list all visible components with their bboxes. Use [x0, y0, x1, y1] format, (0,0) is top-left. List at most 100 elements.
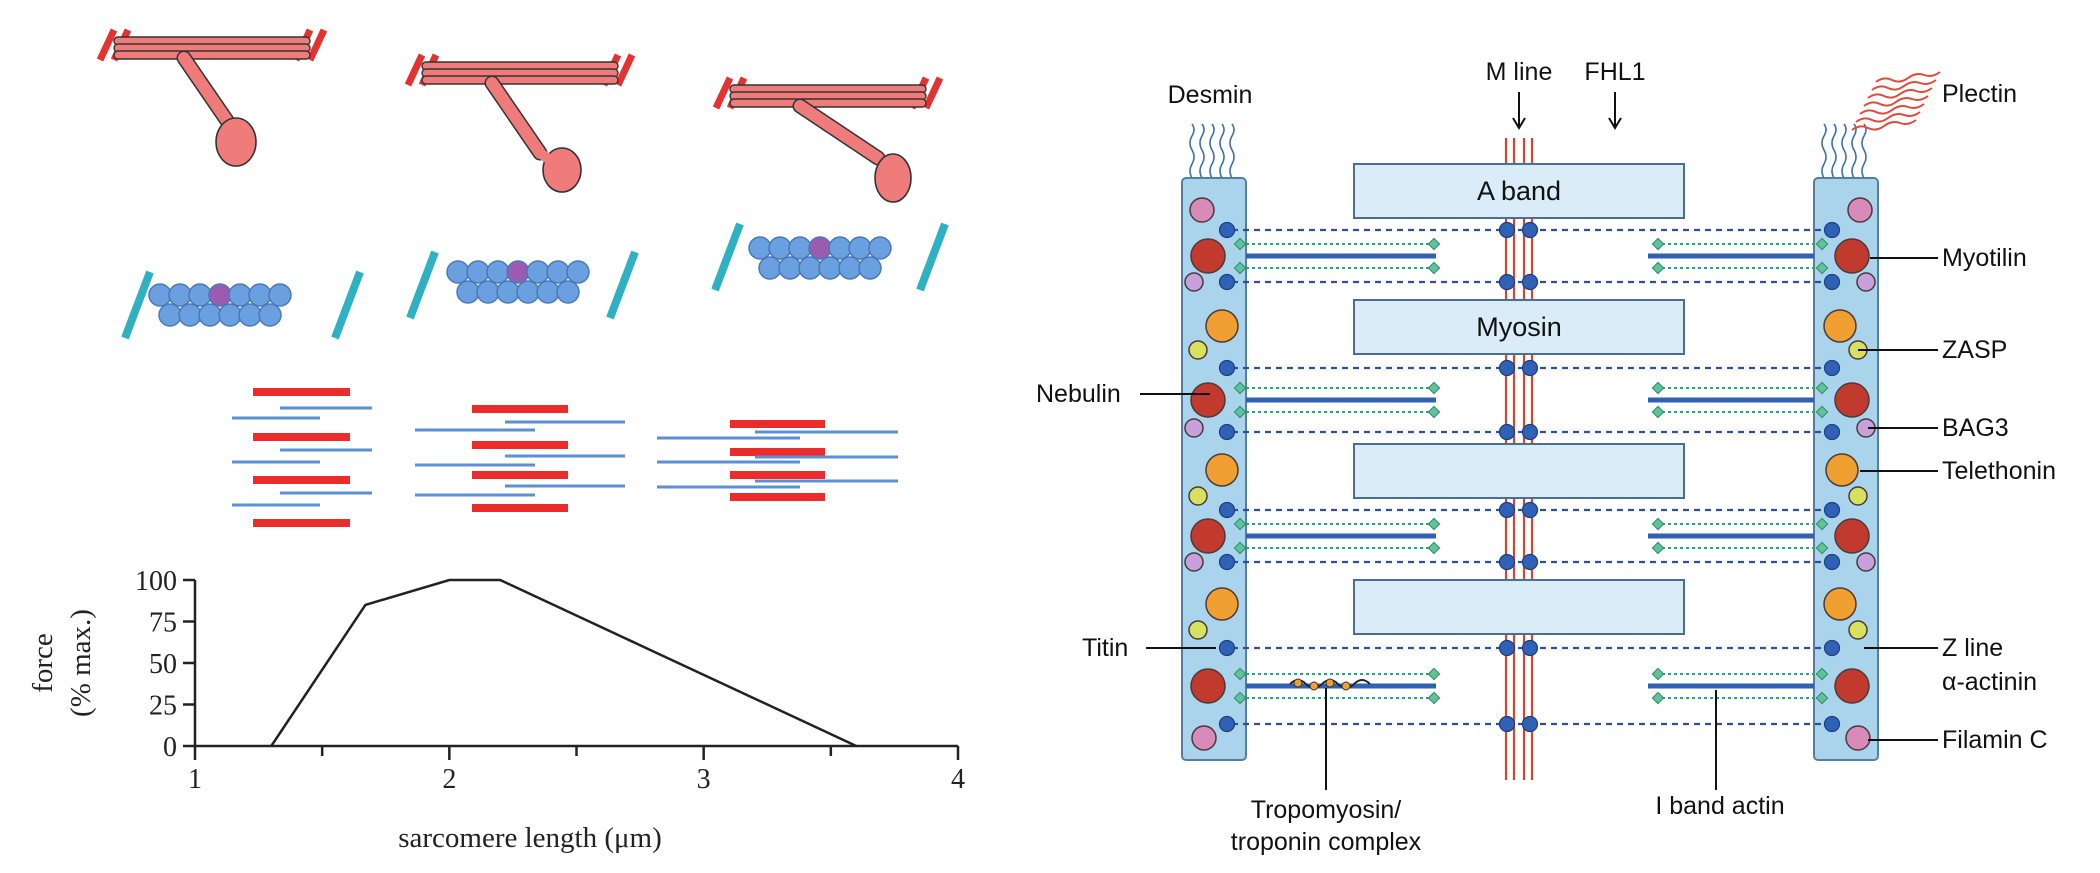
- z-line-protein: [1189, 197, 1215, 223]
- i-band-actin-label: I band actin: [1655, 792, 1784, 820]
- m-line-node: [1498, 553, 1516, 571]
- tropomyosin-label-2: troponin complex: [1231, 828, 1422, 856]
- sarcomere-diagram: A band Myosin: [1036, 58, 2056, 856]
- titin-anchor: [1218, 423, 1236, 441]
- zasp-label: ZASP: [1942, 336, 2007, 364]
- myosin-filaments: [100, 30, 940, 203]
- titin-anchor: [1218, 359, 1236, 377]
- telethonin-label: Telethonin: [1942, 457, 2056, 485]
- filament-overlap: [232, 388, 898, 527]
- z-line-protein: [1184, 552, 1204, 572]
- x-tick-label: 4: [951, 764, 965, 795]
- x-tick-label: 2: [442, 764, 456, 795]
- z-line-protein: [1190, 518, 1226, 554]
- z-line-protein: [1823, 587, 1857, 621]
- a-band-label: A band: [1477, 176, 1561, 206]
- leader-lines: [1140, 92, 1938, 790]
- z-line-protein: [1190, 382, 1226, 418]
- m-line-node: [1521, 501, 1539, 519]
- desmin-fibers: [1189, 123, 1867, 179]
- z-line-protein: [1823, 309, 1857, 343]
- nebulin-end: [1651, 237, 1665, 251]
- y-tick-label: 75: [149, 608, 177, 639]
- m-line-node: [1521, 715, 1539, 733]
- y-axis-label-line1: force: [27, 633, 59, 693]
- titin-anchor: [1823, 221, 1841, 239]
- m-line-node: [1498, 423, 1516, 441]
- a-band-1: [1353, 163, 1685, 219]
- z-line-protein: [1184, 272, 1204, 292]
- z-line-protein: [1834, 668, 1870, 704]
- z-line-protein: [1191, 725, 1217, 751]
- titin-anchor: [1218, 639, 1236, 657]
- nebulin-end: [1651, 261, 1665, 275]
- bag3-label: BAG3: [1942, 414, 2009, 442]
- titin-anchor: [1218, 553, 1236, 571]
- alpha-actinin-label: α-actinin: [1942, 668, 2037, 696]
- z-line-protein: [1188, 486, 1208, 506]
- actin-filaments: [121, 222, 949, 340]
- nebulin-end: [1427, 237, 1441, 251]
- m-line-node: [1521, 639, 1539, 657]
- nebulin-end: [1651, 667, 1665, 681]
- z-line-protein: [1856, 272, 1876, 292]
- m-line-node: [1521, 273, 1539, 291]
- titin-anchor: [1823, 359, 1841, 377]
- nebulin-end: [1651, 405, 1665, 419]
- z-line-protein: [1847, 197, 1873, 223]
- titin-anchor: [1823, 715, 1841, 733]
- nebulin-end: [1427, 541, 1441, 555]
- nebulin-end: [1427, 691, 1441, 705]
- titin-anchor: [1823, 553, 1841, 571]
- y-axis-label-line2: (% max.): [65, 609, 97, 717]
- force-series-line: [270, 578, 857, 748]
- fhl1-label: FHL1: [1584, 58, 1645, 86]
- m-line-node: [1498, 639, 1516, 657]
- z-line-protein: [1848, 486, 1868, 506]
- titin-anchor: [1218, 273, 1236, 291]
- y-tick-label: 50: [149, 649, 177, 680]
- titin-anchor: [1823, 639, 1841, 657]
- nebulin-end: [1651, 541, 1665, 555]
- y-ticks: 0 25 50 75 100: [135, 566, 195, 763]
- z-line-protein: [1856, 552, 1876, 572]
- nebulin-end: [1427, 261, 1441, 275]
- y-tick-label: 100: [135, 566, 177, 597]
- filamin-c-label: Filamin C: [1942, 726, 2048, 754]
- z-line-protein: [1848, 620, 1868, 640]
- z-line-protein: [1825, 453, 1859, 487]
- z-line-label: Z line: [1942, 634, 2003, 662]
- titin-label: Titin: [1082, 634, 1128, 662]
- nebulin-end: [1651, 691, 1665, 705]
- a-band-2: [1353, 299, 1685, 355]
- z-line-protein: [1834, 382, 1870, 418]
- nebulin-end: [1651, 381, 1665, 395]
- nebulin-end: [1427, 517, 1441, 531]
- z-line-protein: [1205, 587, 1239, 621]
- x-tick-label: 1: [188, 764, 202, 795]
- z-line-protein: [1188, 340, 1208, 360]
- a-band-3: [1353, 443, 1685, 499]
- plectin-fibers: [1851, 71, 1941, 131]
- nebulin-end: [1427, 405, 1441, 419]
- titin-anchor: [1218, 221, 1236, 239]
- y-tick-label: 25: [149, 691, 177, 722]
- myotilin-label: Myotilin: [1942, 244, 2027, 272]
- nebulin-end: [1427, 381, 1441, 395]
- z-line-protein: [1205, 453, 1239, 487]
- z-line-protein: [1184, 418, 1204, 438]
- y-tick-label: 0: [163, 732, 177, 763]
- titin-anchor: [1218, 501, 1236, 519]
- titin-anchor: [1823, 501, 1841, 519]
- m-line-node: [1521, 221, 1539, 239]
- a-band-4: [1353, 579, 1685, 635]
- m-line-node: [1521, 423, 1539, 441]
- titin-anchor: [1823, 423, 1841, 441]
- desmin-label: Desmin: [1168, 81, 1253, 109]
- m-line-node: [1498, 359, 1516, 377]
- nebulin-end: [1651, 517, 1665, 531]
- tropomyosin-label-1: Tropomyosin/: [1251, 796, 1402, 824]
- z-line-protein: [1845, 725, 1871, 751]
